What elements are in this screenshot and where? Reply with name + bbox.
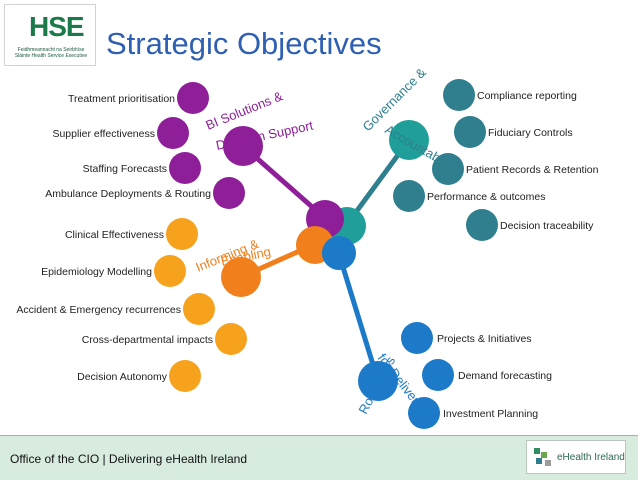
gov-node (443, 79, 475, 111)
road-node (401, 322, 433, 354)
bi-node (213, 177, 245, 209)
inf-node (154, 255, 186, 287)
hse-logo-mark: HSE (29, 11, 85, 42)
road-item-label: Projects & Initiatives (437, 333, 532, 345)
inf-node (215, 323, 247, 355)
inf-node (166, 218, 198, 250)
gov-node (466, 209, 498, 241)
page-title: Strategic Objectives (106, 26, 382, 61)
gov-item-label: Fiduciary Controls (488, 127, 573, 139)
ehealth-ireland-logo: eHealth Ireland (526, 440, 626, 474)
ehealth-logo-icon (534, 448, 551, 466)
gov-item-label: Compliance reporting (477, 90, 577, 102)
gov-node (454, 116, 486, 148)
inf-category-hub (221, 257, 261, 297)
road-node (422, 359, 454, 391)
gov-node (393, 180, 425, 212)
bi-item-label: Ambulance Deployments & Routing (45, 188, 211, 200)
gov-item-label: Decision traceability (500, 220, 594, 232)
gov-item-label: Performance & outcomes (427, 191, 545, 203)
gov-item-label: Patient Records & Retention (466, 164, 599, 176)
inf-item-label: Cross-departmental impacts (82, 334, 213, 346)
gov-category-hub (389, 120, 429, 160)
footer-text: Office of the CIO | Delivering eHealth I… (10, 452, 248, 466)
road-item-label: Demand forecasting (458, 370, 552, 382)
bi-node-circles (157, 82, 245, 209)
inf-item-label: Epidemiology Modelling (41, 266, 152, 278)
inf-node-circles (154, 218, 247, 392)
inf-node (183, 293, 215, 325)
inf-item-label: Clinical Effectiveness (65, 229, 164, 241)
title-bar (96, 28, 638, 70)
hse-logo: HSE Feidhmeannacht na Seirbhíse Sláinte … (4, 4, 96, 66)
bi-category-hub (223, 126, 263, 166)
road-item-label: Investment Planning (443, 408, 538, 420)
bi-node (177, 82, 209, 114)
bi-item-label: Treatment prioritisation (68, 93, 175, 105)
inf-item-label: Accident & Emergency recurrences (16, 304, 181, 316)
inf-node (169, 360, 201, 392)
gov-node-circles (393, 79, 498, 241)
road-category-hub (358, 361, 398, 401)
ehealth-logo-label: eHealth Ireland (557, 452, 625, 463)
hse-logo-text: Feidhmeannacht na Seirbhíse Sláinte Heal… (14, 47, 88, 59)
road-node-circles (401, 322, 454, 429)
bi-node (157, 117, 189, 149)
gov-node (432, 153, 464, 185)
inf-item-label: Decision Autonomy (77, 371, 168, 383)
center-node-blue (322, 236, 356, 270)
road-node (408, 397, 440, 429)
connector-road (336, 253, 381, 382)
bi-node (169, 152, 201, 184)
bi-item-label: Staffing Forecasts (83, 163, 167, 175)
bi-item-label: Supplier effectiveness (52, 128, 155, 140)
